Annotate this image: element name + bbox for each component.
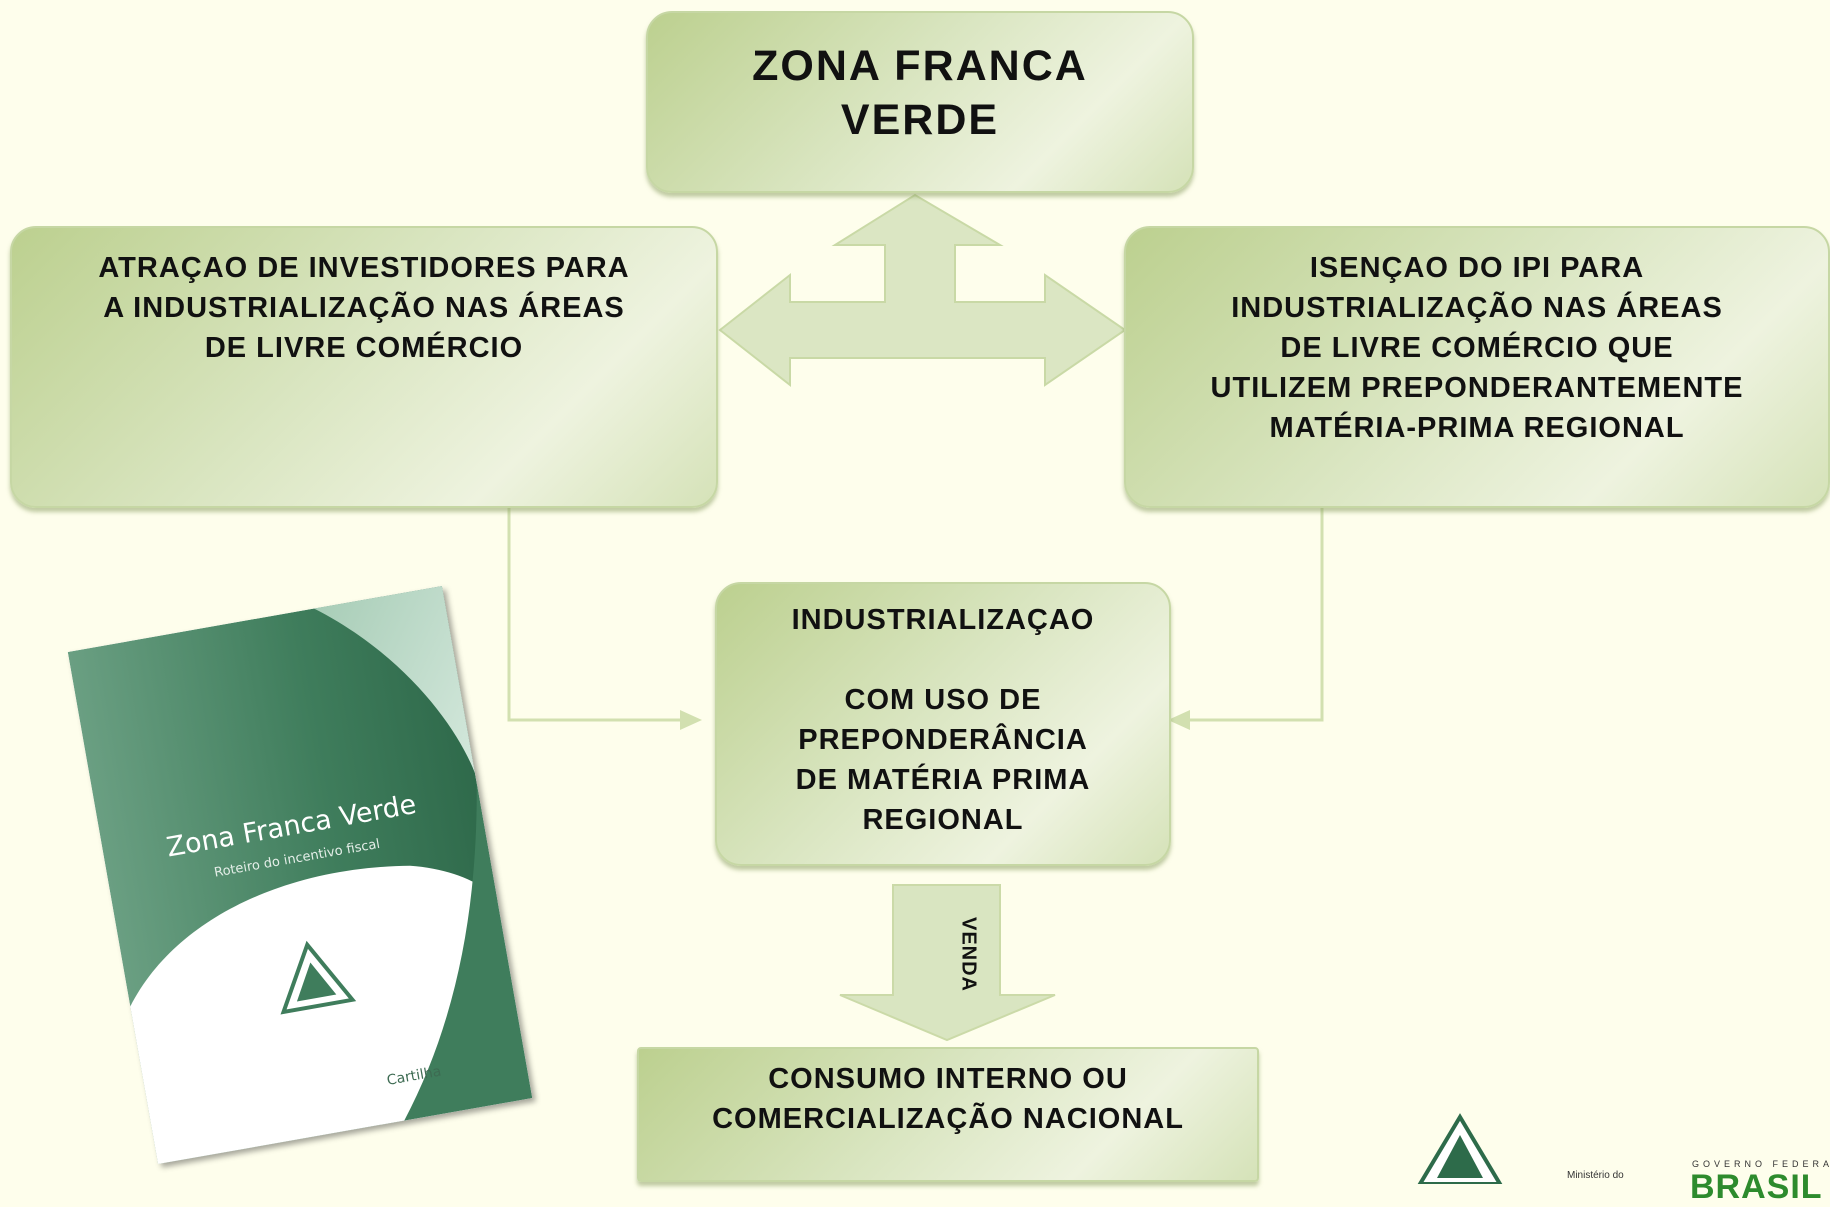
title-box: ZONA FRANCA VERDE [646,11,1194,193]
left-box-line-1: ATRAÇAO DE INVESTIDORES PARA [98,252,630,284]
venda-label: VENDA [957,916,980,992]
brasil-logo: BRASIL [1690,1168,1823,1206]
center-box-line-1: COM USO DE [844,684,1042,716]
right-box-line-1: ISENÇAO DO IPI PARA [1309,252,1645,284]
right-box-line-5: MATÉRIA-PRIMA REGIONAL [1269,412,1685,444]
center-box-line-4: REGIONAL [862,804,1024,836]
right-box-line-4: UTILIZEM PREPONDERANTEMENTE [1210,372,1744,404]
venda-down-arrow [839,884,1056,1042]
center-box-heading: INDUSTRIALIZAÇAO [791,604,1095,636]
left-box-line-3: DE LIVRE COMÉRCIO [204,332,524,364]
title-line-1: ZONA FRANCA [752,42,1088,90]
consumption-box: CONSUMO INTERNO OU COMERCIALIZAÇÃO NACIO… [637,1047,1259,1182]
industrialization-box: INDUSTRIALIZAÇAO COM USO DE PREPONDERÂNC… [715,582,1171,866]
booklet-cover: Zona Franca Verde Roteiro do incentivo f… [67,585,533,1165]
right-connector-arrowhead [1168,710,1190,730]
bottom-box-line-1: CONSUMO INTERNO OU [768,1063,1128,1095]
bottom-box-line-2: COMERCIALIZAÇÃO NACIONAL [712,1103,1184,1135]
center-box-line-3: DE MATÉRIA PRIMA [795,764,1091,796]
governo-federal-label: GOVERNO FEDERAL [1692,1159,1830,1169]
investor-attraction-box: ATRAÇAO DE INVESTIDORES PARA A INDUSTRIA… [10,226,718,508]
center-box-line-2: PREPONDERÂNCIA [798,724,1088,756]
three-way-arrow [718,193,1127,388]
right-box-line-2: INDUSTRIALIZAÇÃO NAS ÁREAS [1231,292,1723,324]
ministerio-label: Ministério do [1567,1170,1624,1181]
right-connector-line [1185,505,1324,722]
left-connector-arrowhead [680,710,702,730]
right-box-line-3: DE LIVRE COMÉRCIO QUE [1280,332,1674,364]
ipi-exemption-box: ISENÇAO DO IPI PARA INDUSTRIALIZAÇÃO NAS… [1124,226,1830,508]
title-line-2: VERDE [840,96,1000,144]
left-box-line-2: A INDUSTRIALIZAÇÃO NAS ÁREAS [103,292,625,324]
cover-art [67,585,533,1165]
left-connector-line [507,505,685,722]
